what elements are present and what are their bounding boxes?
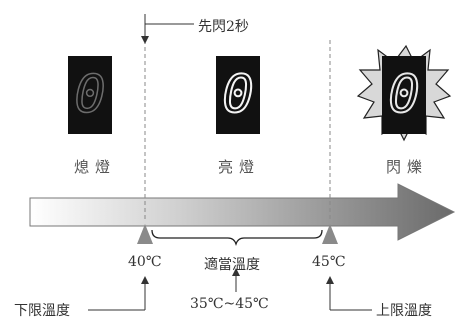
display-off: 0 [68, 56, 112, 134]
normal-range-brace [151, 229, 323, 247]
marker-40-label: 40℃ [128, 254, 162, 270]
display-digit: 0 [221, 65, 254, 125]
normal-range-label: 適當溫度 [204, 257, 260, 273]
display-on: 0 [216, 56, 260, 134]
state-blink-label: 閃爍 [386, 158, 429, 176]
upper-limit-arrowhead [326, 276, 334, 284]
marker-45-label: 45℃ [312, 254, 346, 270]
lower-limit-label: 下限溫度 [14, 303, 70, 319]
flash-note-label: 先閃2秒 [198, 19, 249, 35]
state-off-label: 熄燈 [74, 158, 117, 176]
marker-45-triangle [322, 224, 338, 244]
upper-limit-label: 上限溫度 [376, 303, 432, 319]
display-digit: 0 [74, 65, 107, 125]
flash-note-arrowhead [141, 36, 149, 44]
display-blink: 0 [382, 56, 426, 134]
state-on-label: 亮燈 [218, 158, 261, 176]
range-values-arrowhead [232, 268, 240, 276]
temperature-arrow [29, 183, 456, 241]
display-digit: 0 [387, 65, 420, 125]
lower-limit-arrowhead [141, 276, 149, 284]
range-values-label: 35℃~45℃ [190, 296, 269, 312]
marker-40-triangle [137, 224, 153, 244]
